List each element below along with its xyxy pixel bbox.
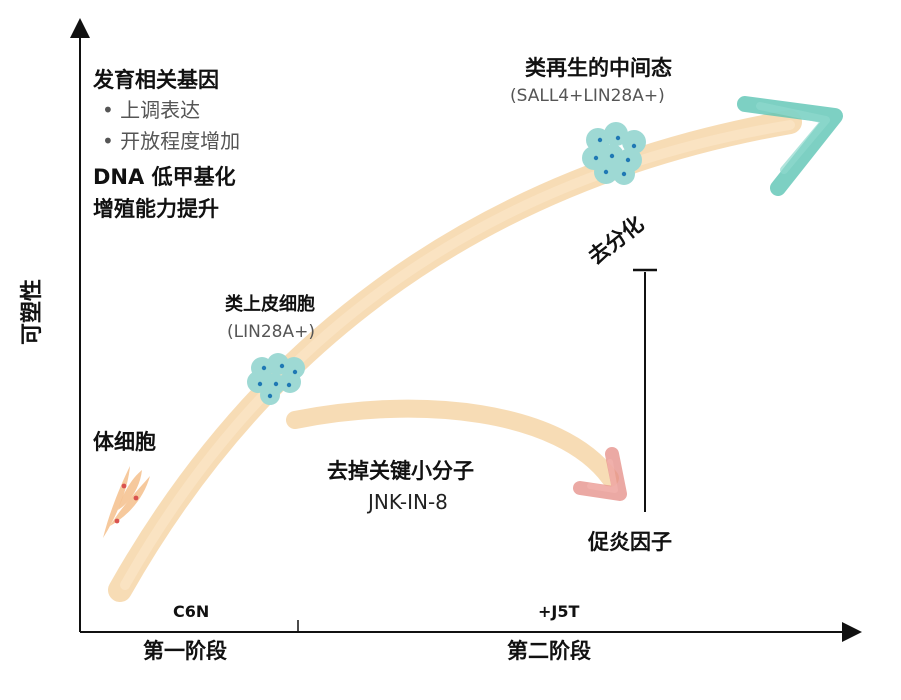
proinflammatory-factors-label: 促炎因子 bbox=[588, 530, 672, 554]
branch-arrow bbox=[286, 399, 619, 487]
y-axis-label: 可塑性 bbox=[20, 278, 45, 345]
main-trajectory-arrow bbox=[108, 110, 802, 602]
teal-arrowhead bbox=[737, 96, 843, 196]
intermediate-state-label: 类再生的中间态 bbox=[525, 56, 672, 80]
c6n-label: C6N bbox=[173, 602, 210, 621]
epithelial-like-label: 类上皮细胞 bbox=[225, 294, 315, 315]
remove-small-molecule-label: 去掉关键小分子 bbox=[327, 459, 474, 483]
epithelial-like-marker: (LIN28A+) bbox=[227, 322, 315, 342]
intermediate-state-marker: (SALL4+LIN28A+) bbox=[510, 86, 665, 106]
stage-2-label: 第二阶段 bbox=[507, 639, 591, 663]
somatic-cells bbox=[103, 466, 150, 538]
jnk-in-8-label: JNK-IN-8 bbox=[368, 490, 448, 514]
dna-hypomethylation: DNA 低甲基化 bbox=[93, 165, 236, 189]
epithelial-cell-cluster bbox=[247, 353, 305, 405]
bullet-chromatin-open: • 开放程度增加 bbox=[102, 129, 241, 153]
bullet-upregulated: • 上调表达 bbox=[102, 98, 201, 122]
proliferation-increase: 增殖能力提升 bbox=[93, 197, 219, 221]
somatic-cell-label: 体细胞 bbox=[93, 430, 156, 454]
developmental-genes-title: 发育相关基因 bbox=[93, 68, 219, 92]
stage-1-label: 第一阶段 bbox=[143, 639, 227, 663]
j5t-label: +J5T bbox=[538, 602, 580, 621]
intermediate-cell-cluster bbox=[582, 122, 646, 185]
red-arrowhead bbox=[573, 447, 627, 501]
